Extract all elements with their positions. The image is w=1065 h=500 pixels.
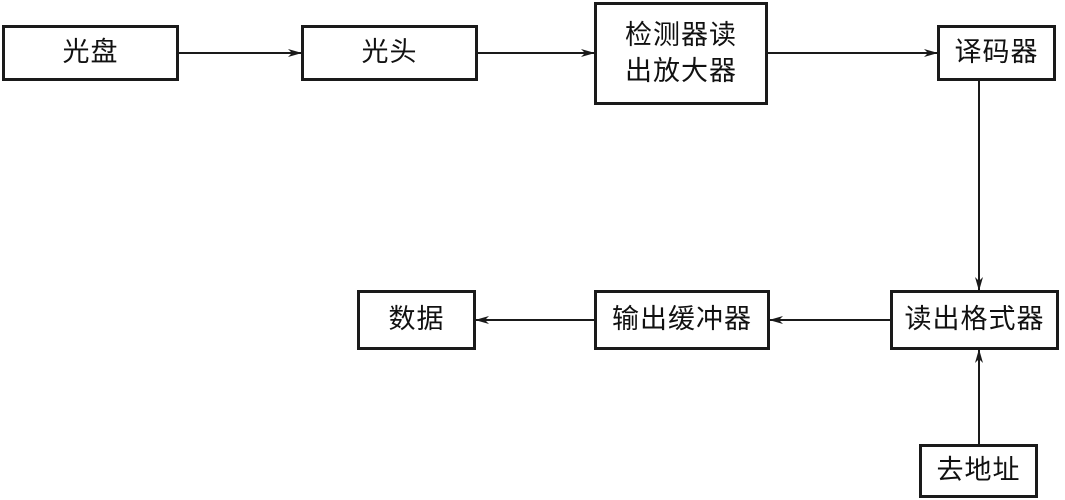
optical-head-label: 光头 xyxy=(361,37,418,68)
decoder-box: 译码器 xyxy=(937,25,1056,81)
read-formatter-box: 读出格式器 xyxy=(890,290,1059,350)
detector-amplifier-label-line2: 出放大器 xyxy=(625,55,737,87)
detector-amplifier-box: 检测器读 出放大器 xyxy=(594,2,768,105)
output-buffer-label: 输出缓冲器 xyxy=(612,304,752,335)
address-label: 去地址 xyxy=(936,455,1021,486)
optical-head-box: 光头 xyxy=(301,25,478,81)
detector-amplifier-label-line1: 检测器读 xyxy=(625,19,737,51)
data-label: 数据 xyxy=(388,304,445,335)
output-buffer-box: 输出缓冲器 xyxy=(594,290,770,350)
address-box: 去地址 xyxy=(919,444,1038,498)
disc-box: 光盘 xyxy=(2,25,179,81)
data-box: 数据 xyxy=(357,290,476,350)
decoder-label: 译码器 xyxy=(954,37,1039,68)
disc-label: 光盘 xyxy=(62,37,119,68)
read-formatter-label: 读出格式器 xyxy=(904,304,1045,335)
